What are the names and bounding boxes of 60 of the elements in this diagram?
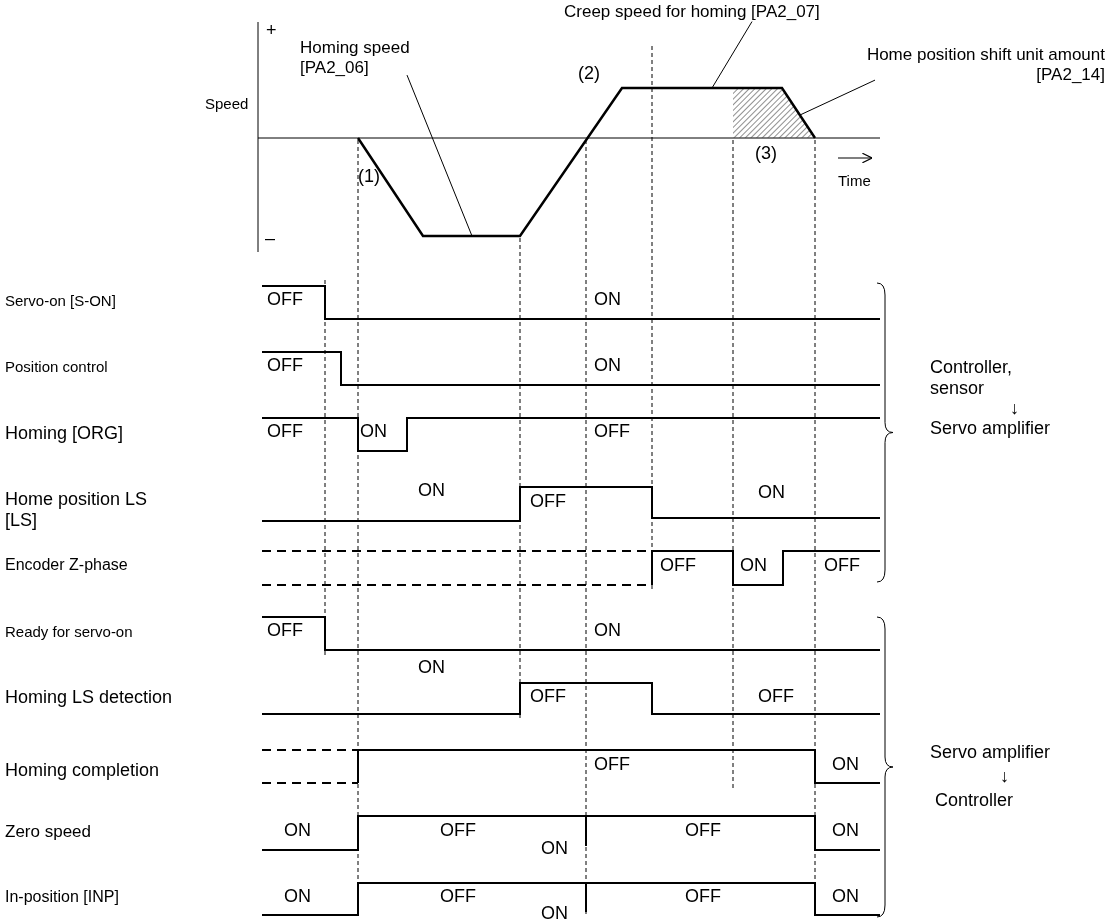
state-label: ON bbox=[832, 754, 859, 775]
state-label: ON bbox=[758, 482, 785, 503]
signal-name: Home position LS [LS] bbox=[5, 489, 149, 531]
signal-name: In-position [INP] bbox=[5, 888, 119, 907]
state-label: OFF bbox=[530, 491, 566, 512]
signal-name: Zero speed bbox=[5, 822, 91, 842]
group-label: Controller bbox=[935, 790, 1014, 811]
callout-label: Homing speed [PA2_06] bbox=[300, 38, 430, 78]
signal-name: Homing completion bbox=[5, 760, 160, 781]
signal-name: Homing LS detection bbox=[5, 687, 173, 708]
state-label: ON bbox=[832, 886, 859, 907]
callout-number: (1) bbox=[358, 166, 380, 187]
state-label: OFF bbox=[440, 886, 476, 907]
state-label: OFF bbox=[594, 421, 630, 442]
state-label: OFF bbox=[530, 686, 566, 707]
callout-number: (3) bbox=[755, 143, 777, 164]
axis-label: Time bbox=[838, 172, 871, 190]
state-label: OFF bbox=[594, 754, 630, 775]
state-label: OFF bbox=[660, 555, 696, 576]
state-label: ON bbox=[541, 903, 568, 921]
state-label: OFF bbox=[267, 421, 303, 442]
leader-line bbox=[711, 21, 753, 89]
signal-name: Ready for servo-on bbox=[5, 623, 133, 641]
state-label: OFF bbox=[758, 686, 794, 707]
signal-name: Position control bbox=[5, 358, 108, 376]
signal-name: Servo-on [S-ON] bbox=[5, 292, 116, 310]
state-label: ON bbox=[284, 820, 311, 841]
state-label: ON bbox=[284, 886, 311, 907]
axis-label: Speed bbox=[205, 95, 249, 113]
axis-sign: – bbox=[265, 228, 275, 249]
state-label: ON bbox=[594, 355, 621, 376]
state-label: OFF bbox=[685, 886, 721, 907]
group-label: Servo amplifier bbox=[930, 418, 1051, 439]
signal-name: Encoder Z-phase bbox=[5, 556, 128, 575]
state-label: OFF bbox=[824, 555, 860, 576]
callout-label: Creep speed for homing [PA2_07] bbox=[564, 2, 884, 22]
axis-sign: + bbox=[266, 20, 277, 41]
flow-arrow-sign: ↓ bbox=[1000, 766, 1009, 787]
state-label: ON bbox=[541, 838, 568, 859]
state-label: OFF bbox=[267, 289, 303, 310]
group-label: Controller, sensor bbox=[930, 357, 1014, 399]
state-label: OFF bbox=[440, 820, 476, 841]
callout-number: (2) bbox=[578, 63, 600, 84]
state-label: OFF bbox=[267, 620, 303, 641]
speed-profile-curve bbox=[356, 86, 817, 238]
state-label: OFF bbox=[267, 355, 303, 376]
state-label: ON bbox=[594, 289, 621, 310]
state-label: OFF bbox=[685, 820, 721, 841]
state-label: ON bbox=[832, 820, 859, 841]
state-label: ON bbox=[740, 555, 767, 576]
signal-name: Homing [ORG] bbox=[5, 423, 124, 444]
state-label: ON bbox=[360, 421, 387, 442]
leader-line bbox=[406, 74, 473, 237]
state-label: ON bbox=[418, 657, 445, 678]
callout-label: Home position shift unit amount [PA2_14] bbox=[835, 45, 1105, 85]
leader-line bbox=[799, 79, 876, 116]
state-label: ON bbox=[418, 480, 445, 501]
flow-arrow-sign: ↓ bbox=[1010, 398, 1019, 419]
group-label: Servo amplifier bbox=[930, 742, 1051, 763]
state-label: ON bbox=[594, 620, 621, 641]
